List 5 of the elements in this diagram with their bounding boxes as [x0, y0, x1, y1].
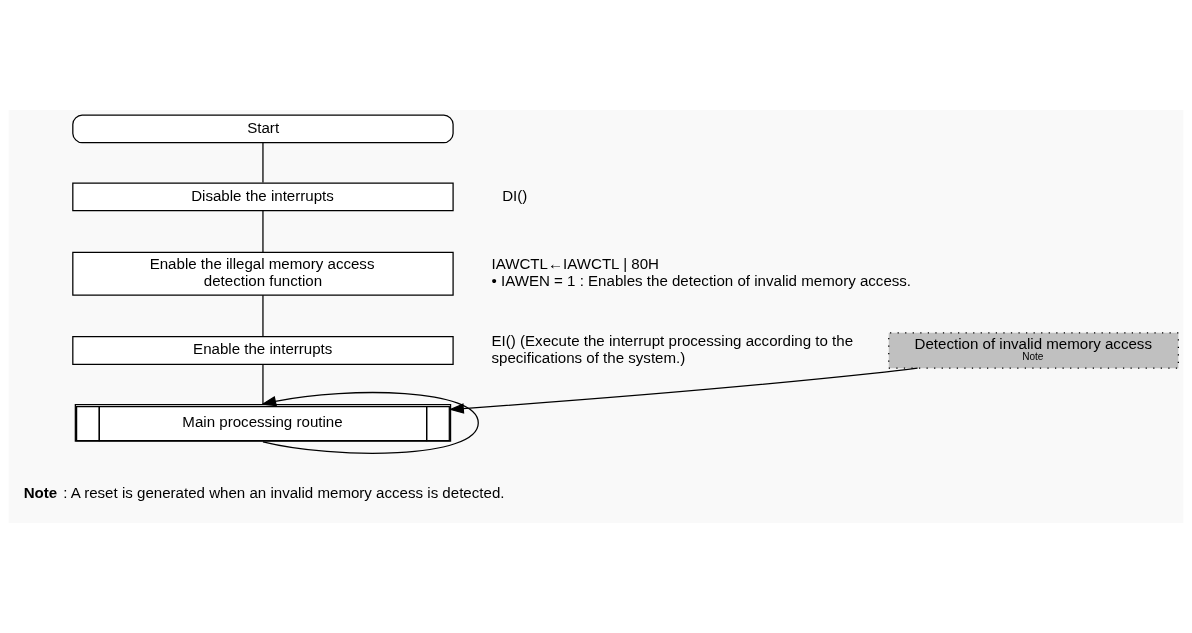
- node-label: DI(): [502, 186, 528, 204]
- label: Note : A reset is generated when an invalid memory access is detected.: [23, 483, 505, 501]
- node-label: EI() (Execute the interrupt processing according to the specifications of the system.): [491, 332, 854, 366]
- node-label: IAWCTL←IAWCTL | 80H: [491, 255, 659, 273]
- node-label: • IAWEN = 1 : Enables the detection of invalid memory access.: [491, 271, 912, 289]
